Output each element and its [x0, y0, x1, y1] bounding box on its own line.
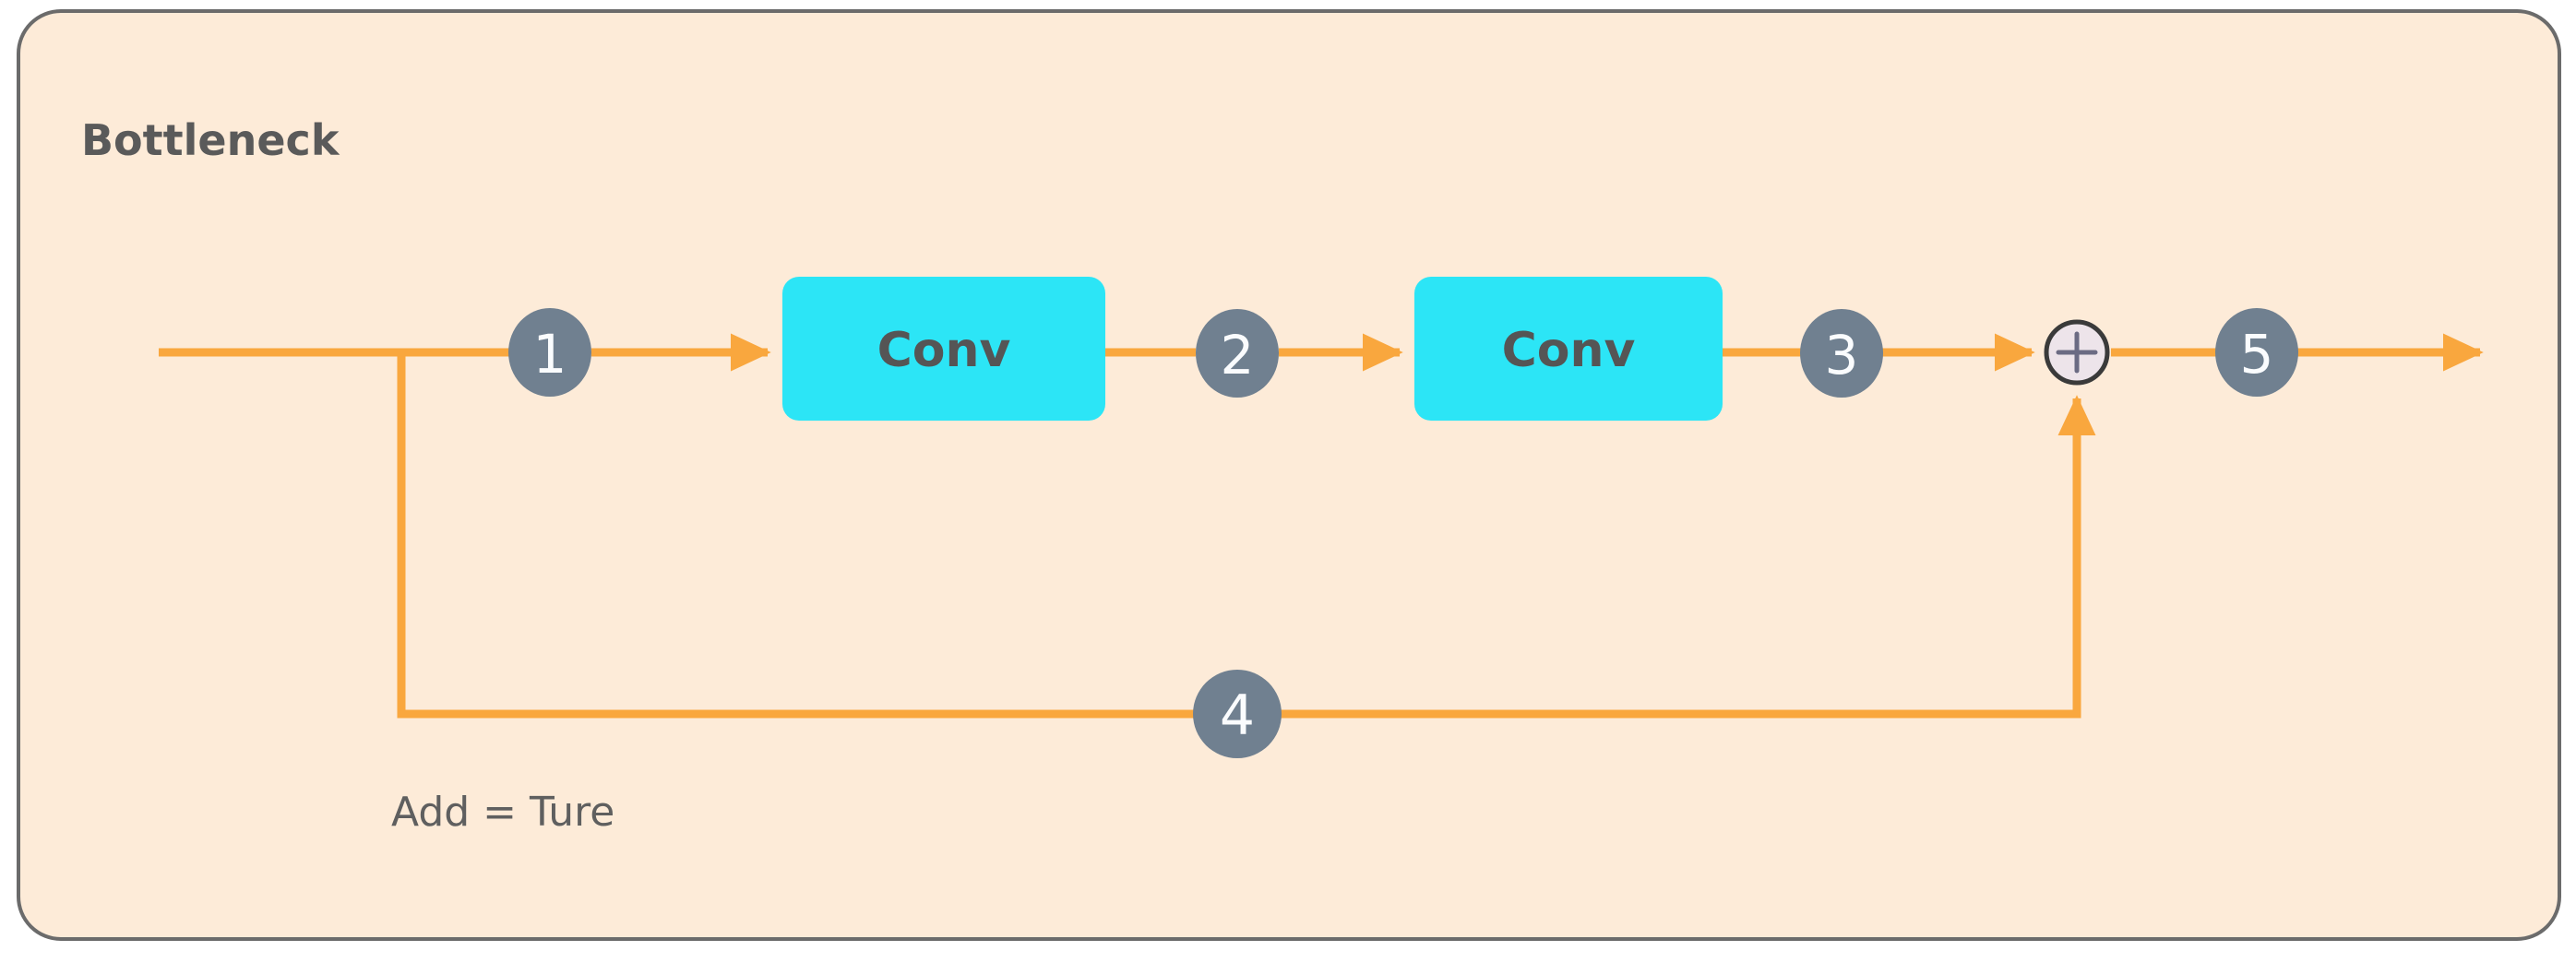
- badge-5-label: 5: [2240, 323, 2274, 386]
- edge-skip-connection: [397, 356, 1196, 719]
- edge-skip-connection-right: [1279, 395, 2096, 719]
- badge-3[interactable]: 3: [1800, 309, 1883, 398]
- badge-2[interactable]: 2: [1196, 309, 1279, 398]
- badge-5-shape[interactable]: [2215, 308, 2298, 397]
- page-title: Bottleneck: [81, 115, 340, 165]
- badge-3-label: 3: [1825, 324, 1859, 386]
- plus-icon: [2056, 331, 2098, 374]
- conv-block-1-label: Conv: [877, 323, 1011, 378]
- badge-1[interactable]: 1: [508, 308, 591, 397]
- conv-block-2[interactable]: Conv: [1414, 277, 1723, 421]
- add-node[interactable]: [2044, 319, 2110, 386]
- badge-4-shape[interactable]: [1193, 670, 1282, 758]
- conv-block-1[interactable]: Conv: [782, 277, 1105, 421]
- badge-4-label: 4: [1220, 684, 1255, 748]
- badge-4[interactable]: 4: [1193, 670, 1282, 758]
- add-flag-note: Add = Ture: [391, 789, 614, 836]
- conv-block-2-label: Conv: [1502, 323, 1636, 378]
- conv-block-1-rect[interactable]: [782, 277, 1105, 421]
- badge-3-shape[interactable]: [1800, 309, 1883, 398]
- badge-2-shape[interactable]: [1196, 309, 1279, 398]
- badge-1-shape[interactable]: [508, 308, 591, 397]
- badge-5[interactable]: 5: [2215, 308, 2298, 397]
- conv-block-2-rect[interactable]: [1414, 277, 1723, 421]
- bottleneck-container: [17, 9, 2561, 941]
- badge-2-label: 2: [1221, 324, 1255, 386]
- flow-edges: [159, 333, 2484, 719]
- badge-1-label: 1: [533, 323, 567, 386]
